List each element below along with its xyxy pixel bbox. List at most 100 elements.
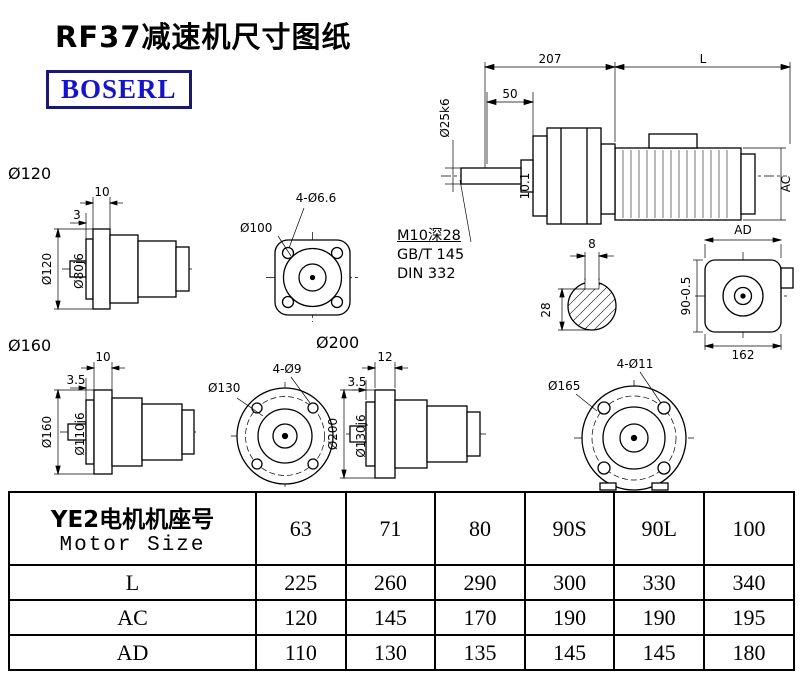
dim-10: 10 — [95, 350, 110, 364]
bolt-circle — [245, 396, 325, 476]
dim-d165: Ø165 — [548, 379, 580, 393]
flange-plate — [93, 389, 113, 475]
dim-35: 3.5 — [347, 375, 366, 389]
dim-d160: Ø160 — [40, 416, 54, 448]
L-90S: 300 — [523, 564, 616, 601]
L-63: 225 — [255, 564, 347, 601]
dim-35: 3.5 — [66, 373, 85, 387]
logo: BOSERL — [46, 70, 192, 109]
AD-90L: 145 — [613, 634, 705, 671]
table-row-AD: AD 110 130 135 145 145 180 — [8, 634, 795, 671]
dim-d130j6: Ø130j6 — [354, 414, 368, 457]
flange120-dim-lines — [54, 197, 123, 311]
table-row-L: L 225 260 290 300 330 340 — [8, 564, 795, 601]
row-label-L: L — [8, 564, 257, 601]
logo-text: BOSERL — [61, 74, 177, 104]
dim-key-width: 8 — [588, 237, 596, 251]
face100-view: 4-Ø6.6 Ø100 — [240, 191, 360, 322]
AC-63: 120 — [255, 599, 347, 636]
motor-fins — [622, 150, 728, 218]
face130-leaders — [236, 376, 311, 417]
bolt-hole — [597, 461, 611, 475]
face130-view: 4-Ø9 Ø130 — [208, 362, 339, 488]
note-gbt: GB/T 145 — [397, 247, 465, 263]
gearbox-flange — [532, 135, 548, 217]
dimension-table-wrap: YE2电机机座号 Motor Size 63 71 80 90S 90L 100… — [8, 491, 795, 671]
side-tab — [780, 267, 794, 289]
end-view-body — [704, 259, 794, 333]
dim-4xd66: 4-Ø6.6 — [296, 191, 337, 205]
row-label-AC: AC — [8, 599, 257, 636]
pilot — [85, 238, 94, 300]
flange160-body — [67, 389, 195, 475]
face165-view: 4-Ø11 Ø165 — [548, 357, 694, 491]
output-shaft — [460, 167, 522, 185]
AC-100: 195 — [702, 599, 795, 636]
bolt-hole — [307, 458, 319, 470]
motor-adapter — [600, 143, 616, 215]
AD-80: 135 — [434, 634, 526, 671]
dim-shaft-diameter: Ø25k6 — [438, 98, 452, 137]
face165-leaders — [575, 371, 662, 412]
dim-3: 3 — [73, 208, 81, 222]
L-100: 340 — [702, 564, 795, 601]
flange-plate — [92, 228, 111, 310]
dim-AD: AD — [734, 223, 751, 237]
key-section-drawing: 8 28 — [539, 237, 617, 332]
AD-71: 130 — [344, 634, 437, 671]
dim-key-height: 28 — [539, 302, 553, 317]
motor-size-header-cn: YE2电机机座号 — [50, 507, 215, 533]
dim-12: 12 — [377, 350, 392, 364]
note-thread: M10深28 — [397, 228, 461, 244]
bolt-hole — [251, 458, 263, 470]
dim-4xd11: 4-Ø11 — [617, 357, 654, 371]
size-90L: 90L — [613, 491, 705, 566]
bolt-hole — [597, 401, 611, 415]
shaft-end-notes: M10深28 GB/T 145 DIN 332 — [397, 227, 464, 284]
dim-90: 90-0.5 — [679, 277, 693, 316]
pilot — [85, 399, 95, 465]
AC-90S: 190 — [523, 599, 616, 636]
dim-d110: Ø110j6 — [73, 412, 87, 455]
size-63: 63 — [255, 491, 347, 566]
dim-AC: AC — [779, 176, 793, 192]
dim-207: 207 — [539, 52, 562, 66]
keyway-cut — [585, 275, 599, 289]
bolt-hole — [330, 295, 344, 309]
page-title: RF37减速机尺寸图纸 — [55, 20, 352, 54]
flange160-side-view: 10 3.5 Ø160 Ø110j6 — [40, 350, 196, 476]
main-dim-lines — [445, 62, 792, 243]
L-90L: 330 — [613, 564, 705, 601]
dim-step: 10.1 — [518, 173, 532, 200]
flange120-body — [69, 228, 190, 310]
face165-flange — [581, 385, 687, 491]
foot — [651, 482, 669, 491]
dim-4xd9: 4-Ø9 — [272, 362, 301, 376]
terminal-box — [648, 133, 698, 149]
table-header-row: YE2电机机座号 Motor Size 63 71 80 90S 90L 100 — [8, 491, 795, 566]
L-80: 290 — [434, 564, 526, 601]
AD-100: 180 — [702, 634, 795, 671]
bolt-hole — [657, 401, 671, 415]
table-row-AC: AC 120 145 170 190 190 195 — [8, 599, 795, 636]
key-dim-lines — [558, 252, 614, 332]
AC-80: 170 — [434, 599, 526, 636]
AC-90L: 190 — [613, 599, 705, 636]
motor-body — [614, 147, 742, 221]
size-100: 100 — [702, 491, 795, 566]
dim-d200: Ø200 — [326, 418, 340, 450]
bolt-hole — [307, 402, 319, 414]
flange-plate — [374, 389, 396, 479]
dim-d120: Ø120 — [40, 253, 54, 285]
bolt-hole — [657, 461, 671, 475]
dimension-table: YE2电机机座号 Motor Size 63 71 80 90S 90L 100… — [8, 491, 795, 671]
section-label-120: Ø120 — [8, 164, 52, 183]
bolt-hole — [281, 246, 295, 260]
size-90S: 90S — [523, 491, 616, 566]
flange200-body — [349, 389, 481, 479]
motor-size-header-cell: YE2电机机座号 Motor Size — [8, 491, 257, 566]
bolt-hole — [281, 295, 295, 309]
main-dim-labels: 207 L 50 Ø25k6 10.1 AC — [438, 52, 793, 199]
face100-flange — [274, 239, 351, 316]
face130-flange — [236, 387, 334, 485]
